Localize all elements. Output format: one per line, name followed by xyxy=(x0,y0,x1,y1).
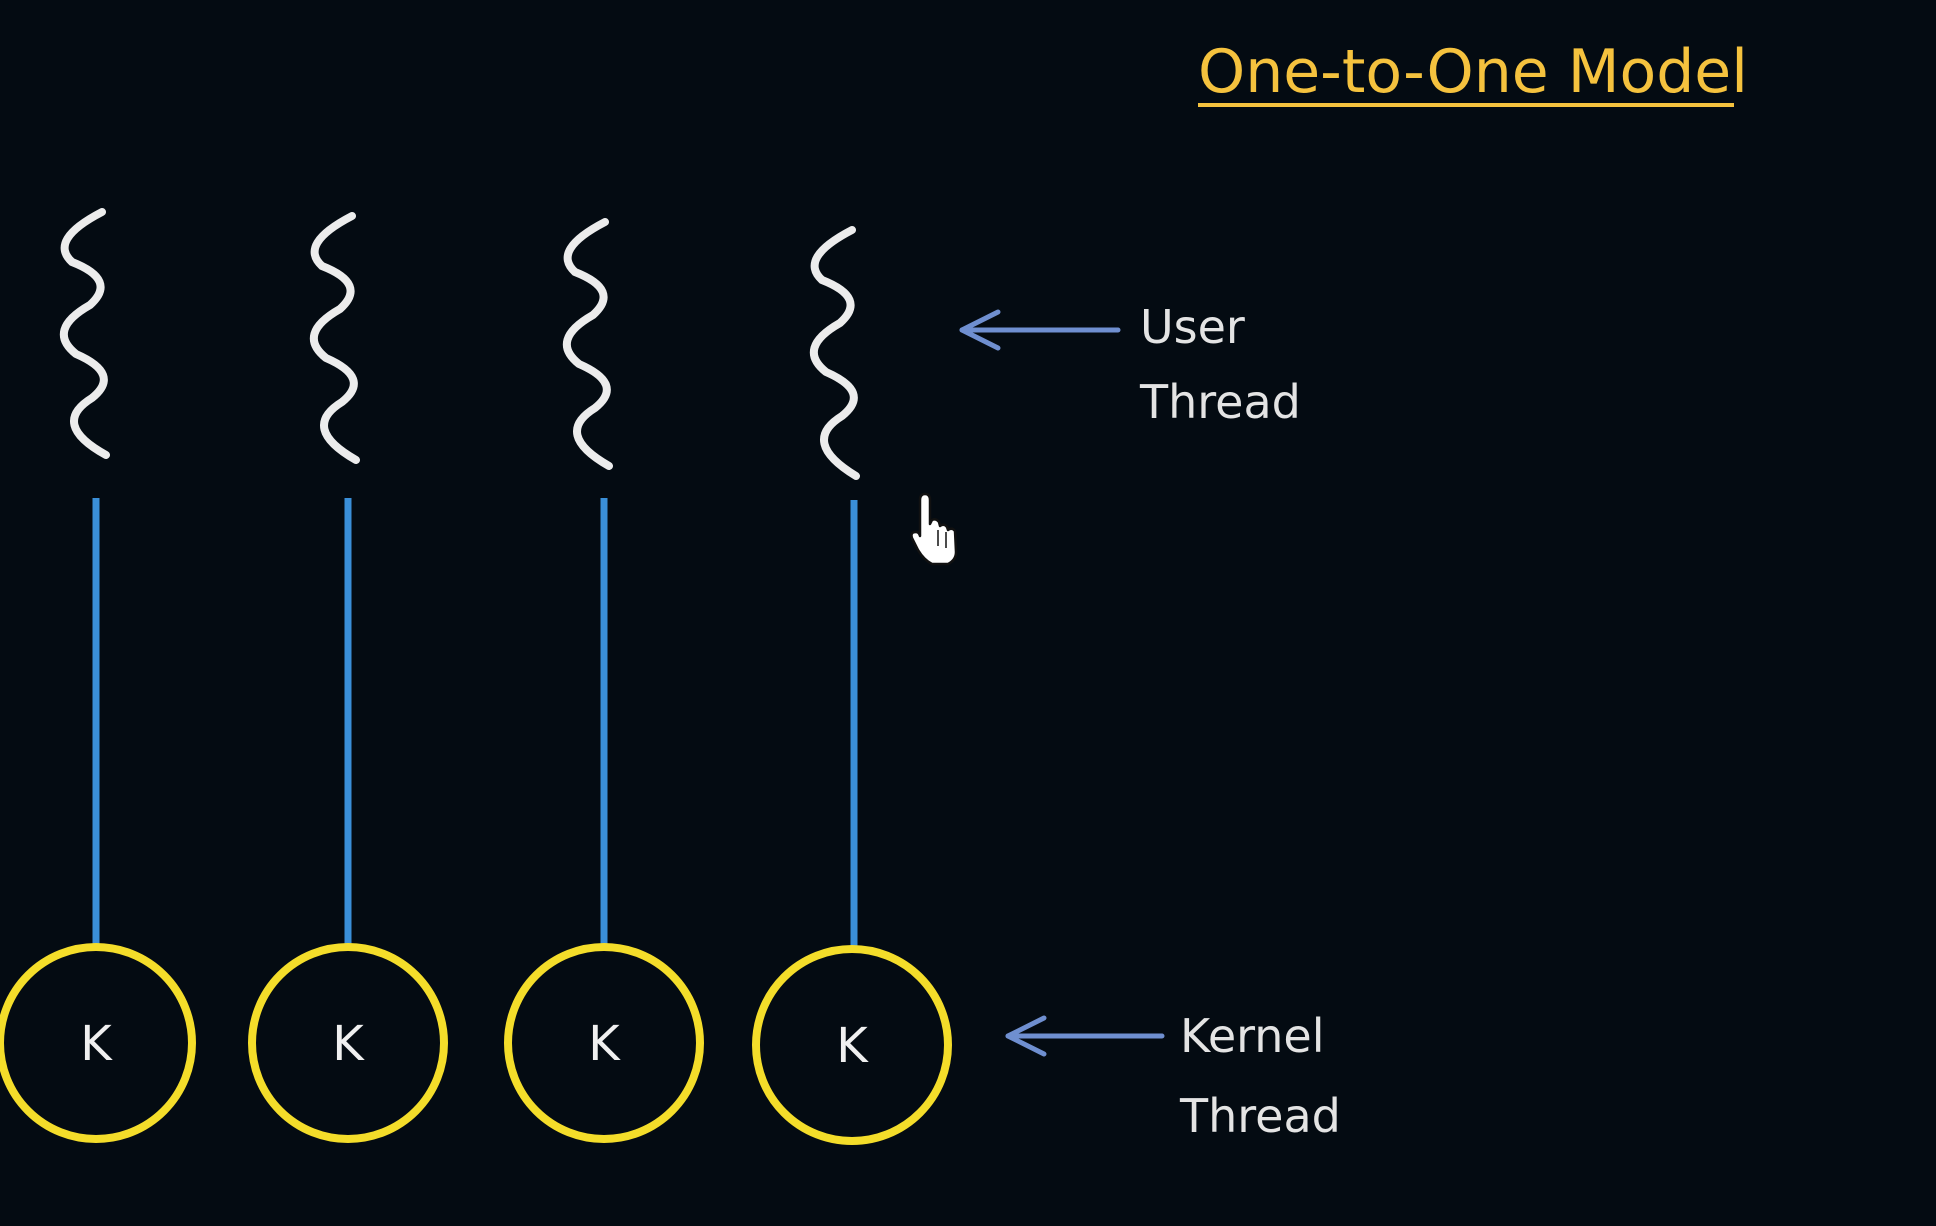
user-thread-annotation: User Thread xyxy=(959,300,1301,429)
connectors xyxy=(92,498,858,950)
user-thread-4 xyxy=(809,226,860,480)
kernel-thread-label-line1: Kernel xyxy=(1180,1009,1325,1063)
kernel-label: K xyxy=(588,1016,621,1072)
user-thread-label-line1: User xyxy=(1140,300,1245,354)
kernel-label: K xyxy=(80,1016,113,1072)
kernel-circle xyxy=(752,945,952,1145)
kernel-thread-2: K xyxy=(248,943,448,1143)
hand-pointer-icon xyxy=(910,492,958,566)
user-thread-label-line2: Thread xyxy=(1139,375,1301,429)
kernel-circle xyxy=(0,943,196,1143)
arrow-left-icon xyxy=(959,309,1121,351)
user-thread-1 xyxy=(59,208,110,459)
kernel-thread-label-line2: Thread xyxy=(1179,1089,1341,1143)
user-thread-3 xyxy=(562,218,613,470)
kernel-label: K xyxy=(332,1016,365,1072)
kernel-thread-annotation: Kernel Thread xyxy=(1005,1009,1341,1143)
user-threads xyxy=(59,208,860,480)
kernel-threads: K K K K xyxy=(0,943,952,1145)
kernel-label: K xyxy=(836,1018,869,1074)
kernel-circle xyxy=(504,943,704,1143)
user-thread-2 xyxy=(309,212,360,464)
kernel-thread-4: K xyxy=(752,945,952,1145)
arrow-left-icon xyxy=(1005,1015,1165,1057)
kernel-circle xyxy=(248,943,448,1143)
kernel-thread-3: K xyxy=(504,943,704,1143)
kernel-thread-1: K xyxy=(0,943,196,1143)
page-title: One-to-One Model xyxy=(1198,37,1748,107)
